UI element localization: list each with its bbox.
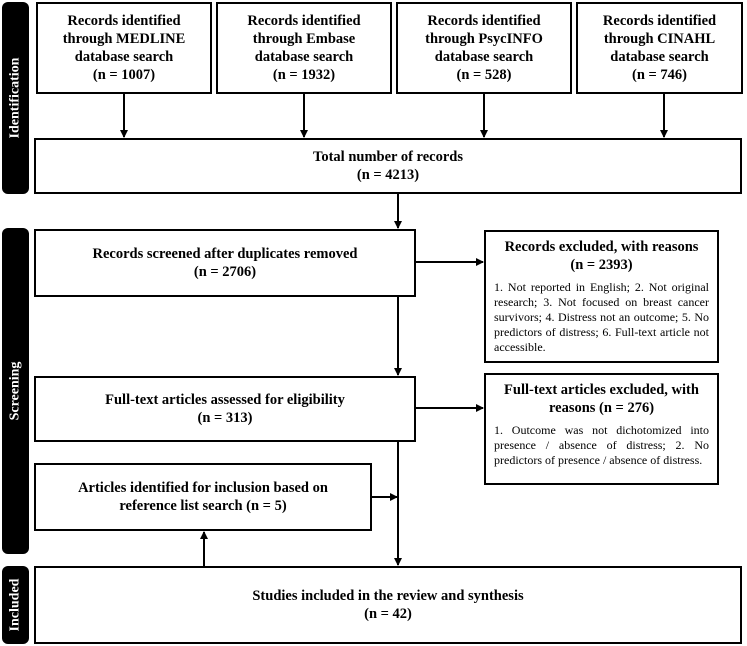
source-medline-count: (n = 1007) xyxy=(92,67,156,83)
fulltext-excluded-title2: reasons (n = 276) xyxy=(548,400,655,416)
source-embase-line2: through Embase xyxy=(252,31,356,47)
reference-search-box: Articles identified for inclusion based … xyxy=(34,463,372,531)
total-records-box: Total number of records (n = 4213) xyxy=(34,138,742,194)
source-psycinfo-line1: Records identified xyxy=(427,13,541,29)
fulltext-assessed-count: (n = 313) xyxy=(197,410,253,426)
fulltext-assessed-box: Full-text articles assessed for eligibil… xyxy=(34,376,416,442)
fulltext-excluded-reasons: 1. Outcome was not dichotomized into pre… xyxy=(494,423,709,467)
total-records-label: Total number of records xyxy=(313,149,463,165)
screened-box: Records screened after duplicates remove… xyxy=(34,229,416,297)
stage-included: Included xyxy=(2,566,29,644)
source-psycinfo-count: (n = 528) xyxy=(456,67,512,83)
source-psycinfo-box: Records identified through PsycINFO data… xyxy=(396,2,572,94)
included-studies-count: (n = 42) xyxy=(364,606,412,622)
included-studies-box: Studies included in the review and synth… xyxy=(34,566,742,644)
source-cinahl-count: (n = 746) xyxy=(632,67,687,83)
records-excluded-count: (n = 2393) xyxy=(570,257,633,273)
source-embase-box: Records identified through Embase databa… xyxy=(216,2,392,94)
source-psycinfo-line3: database search xyxy=(434,49,534,65)
source-medline-line2: through MEDLINE xyxy=(62,31,186,47)
source-medline-line3: database search xyxy=(74,49,174,65)
screened-count: (n = 2706) xyxy=(193,264,257,280)
fulltext-excluded-box: Full-text articles excluded, with reason… xyxy=(484,373,719,485)
source-embase-count: (n = 1932) xyxy=(272,67,336,83)
fulltext-assessed-label: Full-text articles assessed for eligibil… xyxy=(105,392,345,408)
stage-screening: Screening xyxy=(2,228,29,554)
source-psycinfo-line2: through PsycINFO xyxy=(425,31,543,47)
records-excluded-box: Records excluded, with reasons (n = 2393… xyxy=(484,230,719,363)
total-records-count: (n = 4213) xyxy=(356,167,420,183)
fulltext-excluded-title: Full-text articles excluded, with xyxy=(504,382,699,398)
records-excluded-title: Records excluded, with reasons xyxy=(504,239,699,255)
source-cinahl-line2: through CINAHL xyxy=(603,31,716,47)
reference-search-line2: reference list search (n = 5) xyxy=(119,498,287,514)
source-medline-box: Records identified through MEDLINE datab… xyxy=(36,2,212,94)
included-studies-label: Studies included in the review and synth… xyxy=(252,588,524,604)
source-cinahl-line1: Records identified xyxy=(602,13,717,29)
records-excluded-reasons: 1. Not reported in English; 2. Not origi… xyxy=(494,280,709,354)
screened-label: Records screened after duplicates remove… xyxy=(92,246,358,262)
source-medline-line1: Records identified xyxy=(67,13,181,29)
stage-identification: Identification xyxy=(2,2,29,194)
reference-search-line1: Articles identified for inclusion based … xyxy=(78,480,328,496)
source-cinahl-box: Records identified through CINAHL databa… xyxy=(576,2,743,94)
source-embase-line3: database search xyxy=(254,49,354,65)
source-cinahl-line3: database search xyxy=(610,49,709,65)
source-embase-line1: Records identified xyxy=(247,13,361,29)
